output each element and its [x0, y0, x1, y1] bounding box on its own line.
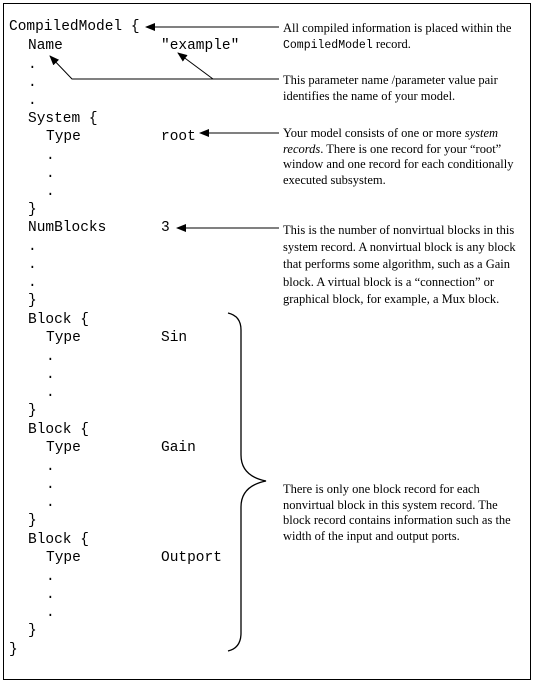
code-compiledmodel-open: CompiledModel {	[9, 19, 140, 35]
code-ellipsis-dot: .	[46, 184, 55, 200]
code-block-open: Block {	[28, 532, 89, 548]
code-system-type-key: Type	[46, 129, 81, 145]
arrow-name-value	[177, 52, 214, 80]
code-ellipsis-dot: .	[28, 239, 37, 255]
note-compiled-mono: CompiledModel	[283, 38, 373, 52]
code-name-key: Name	[28, 38, 63, 54]
note-name-pair: This parameter name /parameter value pai…	[283, 73, 498, 103]
code-ellipsis-dot: .	[46, 367, 55, 383]
code-ellipsis-dot: .	[46, 569, 55, 585]
note-compiled-text-1: All compiled information is placed withi…	[283, 21, 512, 35]
code-numblocks-key: NumBlocks	[28, 220, 107, 236]
code-ellipsis-dot: .	[46, 477, 55, 493]
code-numblocks-value: 3	[161, 220, 170, 236]
code-block-type-value: Outport	[161, 550, 222, 566]
note-compiled-information: All compiled information is placed withi…	[283, 21, 523, 53]
code-ellipsis-dot: .	[46, 166, 55, 182]
code-ellipsis-dot: .	[28, 257, 37, 273]
note-block-record: There is only one block record for each …	[283, 482, 511, 543]
code-block-close: }	[28, 513, 37, 529]
code-block-type-value: Sin	[161, 330, 188, 346]
note-system-records: Your model consists of one or more syste…	[283, 126, 523, 188]
code-system-close: }	[28, 202, 37, 218]
code-ellipsis-dot: .	[28, 93, 37, 109]
code-block-open: Block {	[28, 422, 89, 438]
code-ellipsis-dot: .	[46, 148, 55, 164]
code-system-open: System {	[28, 111, 98, 127]
code-name-value: "example"	[161, 38, 240, 54]
code-block-type-key: Type	[46, 440, 81, 456]
code-ellipsis-dot: .	[46, 385, 55, 401]
note-system-text-2: . There is one record for your “root” wi…	[283, 141, 514, 187]
arrow-name-pair-connector	[49, 55, 279, 80]
code-block-type-value: Gain	[161, 440, 196, 456]
code-block-type-key: Type	[46, 550, 81, 566]
code-compiledmodel-close: }	[9, 642, 18, 658]
code-numblocks-close: }	[28, 293, 37, 309]
note-numblocks: This is the number of nonvirtual blocks …	[283, 223, 516, 306]
code-ellipsis-dot: .	[46, 459, 55, 475]
code-block-open: Block {	[28, 312, 89, 328]
code-block-close: }	[28, 403, 37, 419]
block-records-brace	[227, 312, 267, 652]
code-ellipsis-dot: .	[46, 349, 55, 365]
code-ellipsis-dot: .	[46, 587, 55, 603]
code-ellipsis-dot: .	[28, 275, 37, 291]
diagram-frame	[3, 3, 531, 680]
code-ellipsis-dot: .	[28, 57, 37, 73]
note-system-em: system records	[283, 126, 499, 156]
note-compiled-text-2: record.	[372, 36, 411, 51]
code-ellipsis-dot: .	[28, 75, 37, 91]
code-block-type-key: Type	[46, 330, 81, 346]
code-ellipsis-dot: .	[46, 495, 55, 511]
code-system-type-value: root	[161, 129, 196, 145]
code-block-close: }	[28, 623, 37, 639]
note-system-text-1: Your model consists of one or more	[283, 126, 465, 140]
code-ellipsis-dot: .	[46, 605, 55, 621]
